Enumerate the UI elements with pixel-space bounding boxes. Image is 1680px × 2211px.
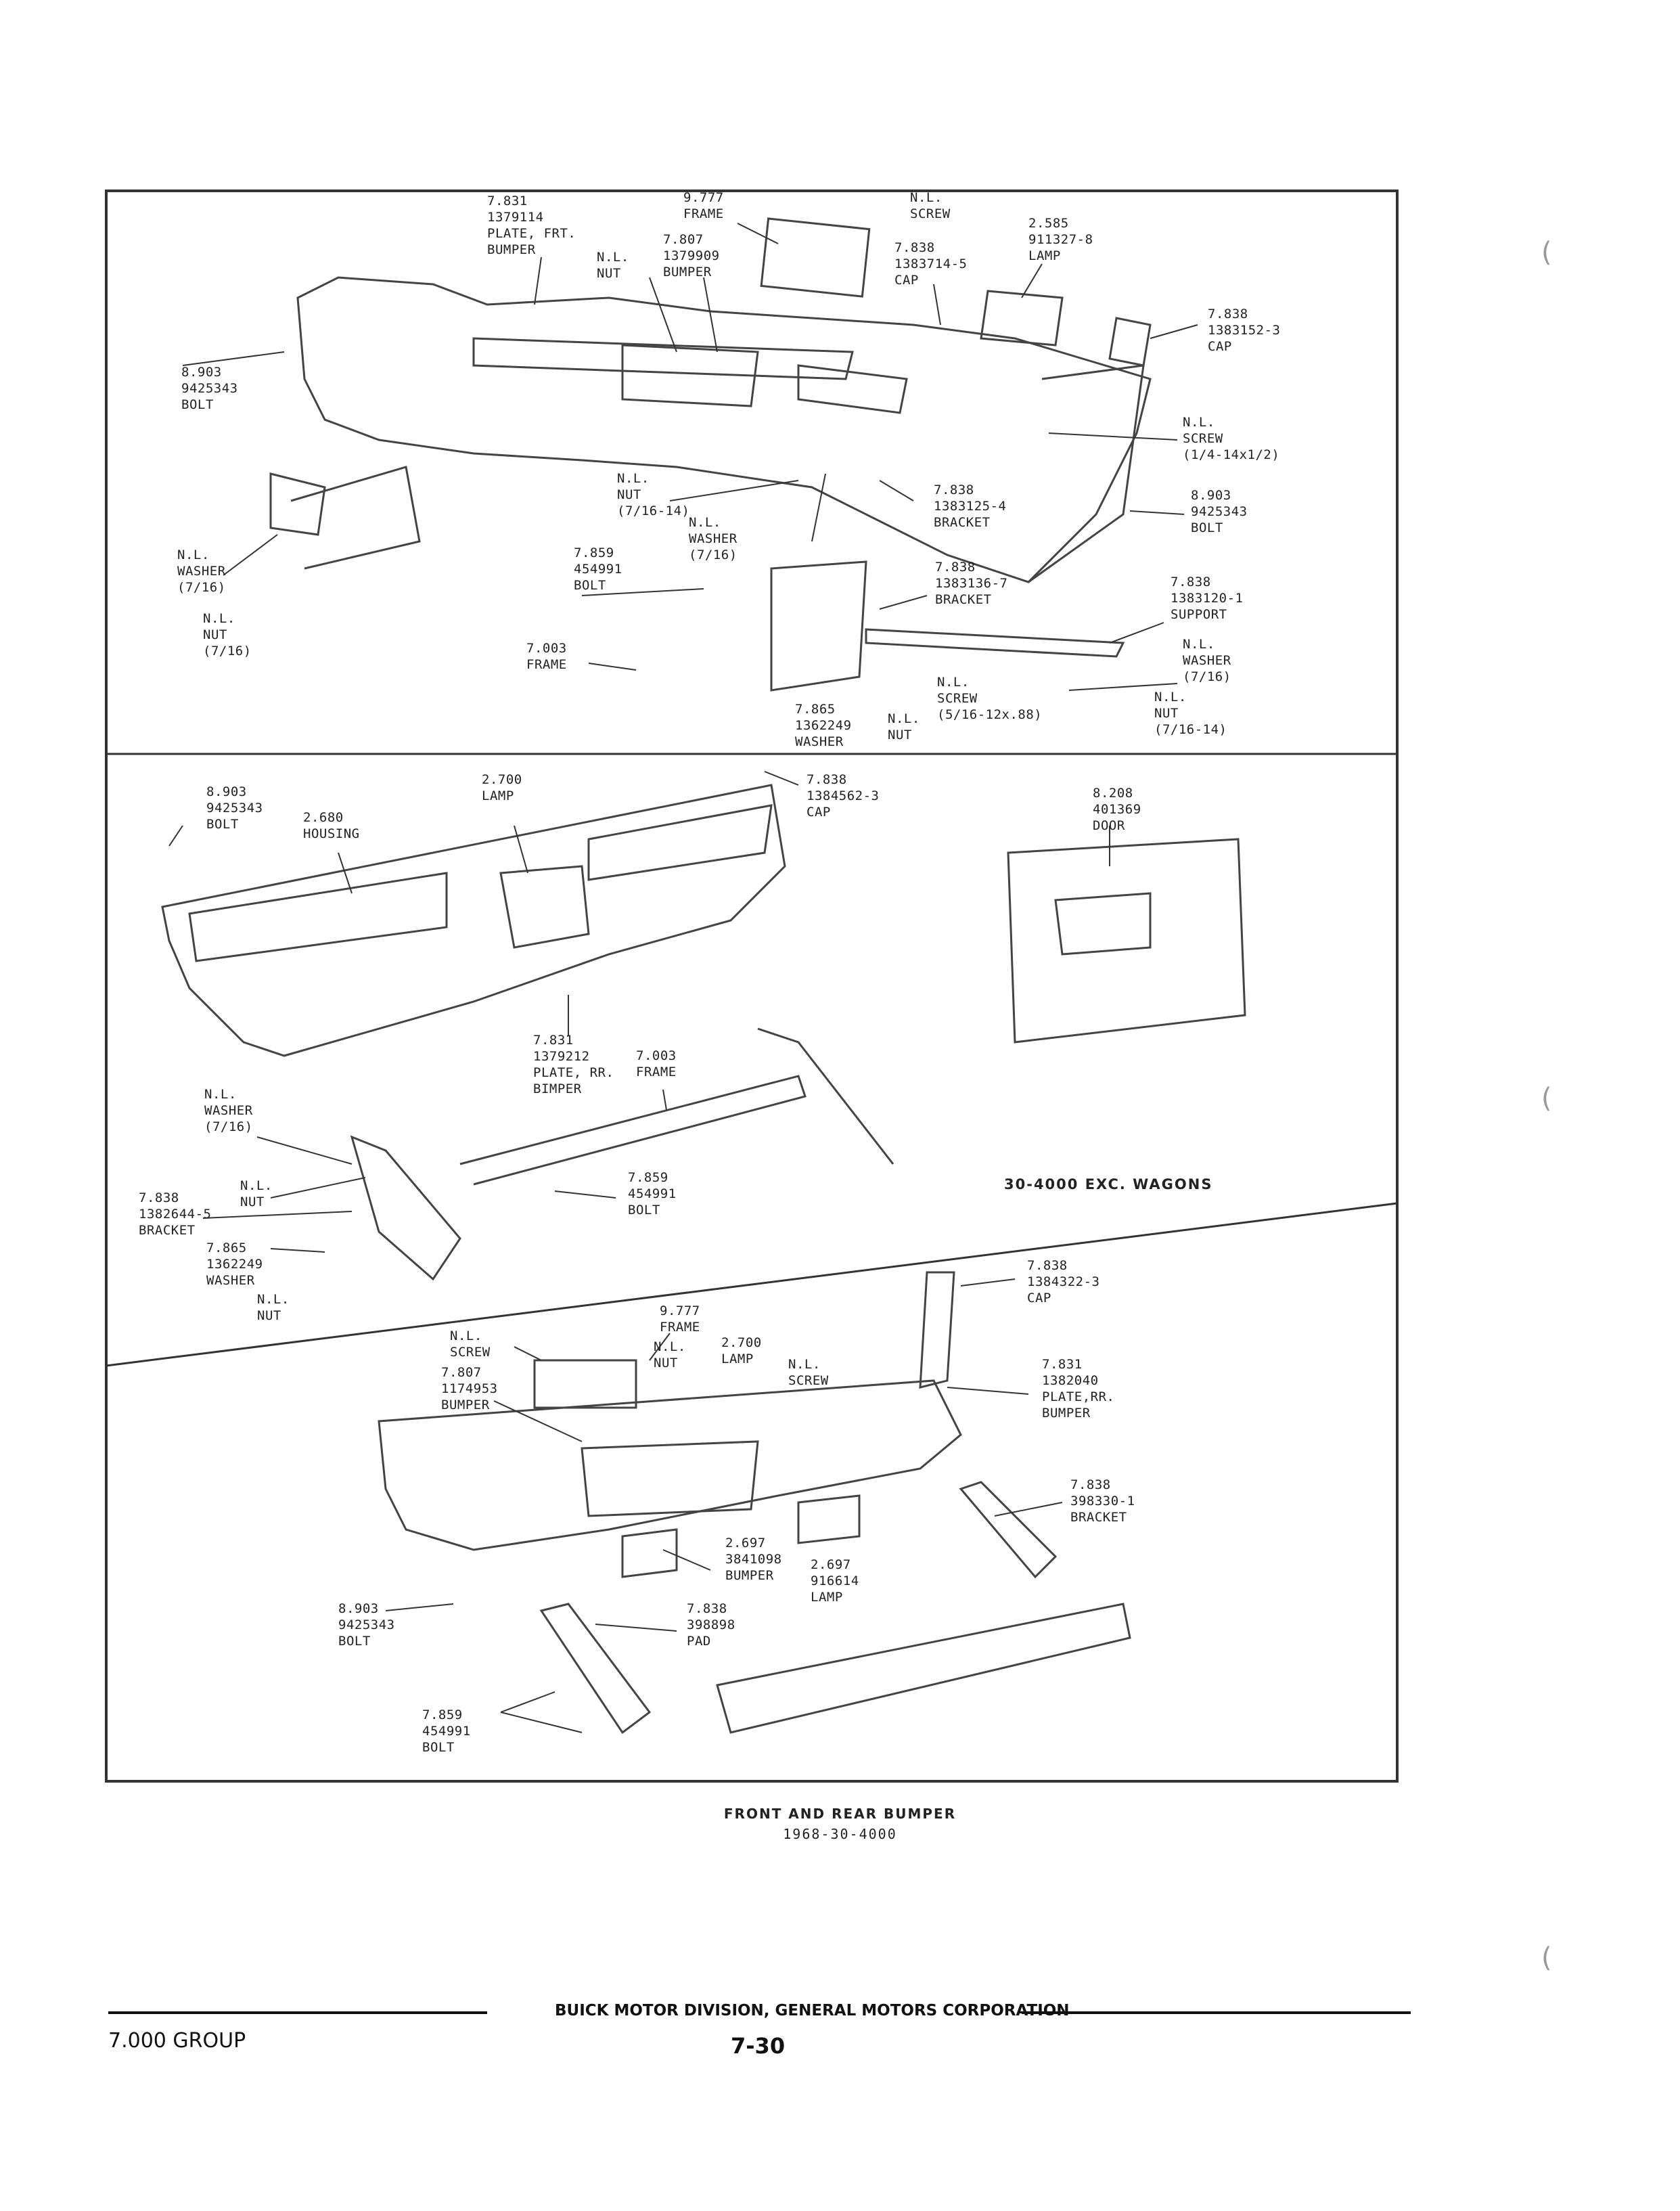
page-number: 7-30 (731, 2033, 786, 2059)
callout-washer-right: N.L.WASHER(7/16) (1183, 637, 1231, 684)
callout-nut: N.L.NUT (654, 1339, 686, 1370)
callout-washer: N.L.WASHER(7/16) (204, 1087, 253, 1134)
callout-nut: N.L.NUT (597, 250, 629, 281)
front-bumper-drawing (269, 217, 1152, 692)
callout-nut-bottom: N.L.NUT (888, 711, 920, 742)
figure-caption-title: FRONT AND REAR BUMPER (723, 1806, 957, 1822)
figure-caption-subtitle: 1968-30-4000 (783, 1826, 897, 1842)
callout-screw-right: N.L.SCREW (788, 1357, 829, 1388)
callout-nut: N.L.NUT (240, 1178, 273, 1209)
callout-screw-left: N.L.SCREW (450, 1328, 491, 1360)
callout-screw: N.L.SCREW (910, 190, 951, 221)
margin-mark: ( (1541, 1083, 1552, 1114)
panel-divider-2 (106, 1202, 1398, 1367)
callout-nut-2: N.L.NUT (257, 1292, 290, 1323)
wagon-bumper-drawing (378, 1271, 1131, 1735)
diagram-border (105, 189, 1399, 1783)
callout-nut-mid: N.L.NUT(7/16-14) (617, 471, 690, 518)
callout-nut-bottom-right: N.L.NUT(7/16-14) (1154, 690, 1227, 737)
margin-mark: ( (1541, 237, 1552, 268)
callout-screw-bottom: N.L.SCREW(5/16-12x.88) (937, 675, 1043, 722)
leader-lines (168, 223, 1198, 1733)
footer-company: BUICK MOTOR DIVISION, GENERAL MOTORS COR… (555, 2002, 1070, 2019)
callout-nut-left: N.L.NUT(7/16) (203, 611, 252, 658)
rear-bumper-drawing (161, 784, 1246, 1281)
callout-screw-right: N.L.SCREW(1/4-14x1/2) (1183, 415, 1280, 462)
footer-group: 7.000 GROUP (108, 2029, 246, 2053)
margin-mark: ( (1541, 1942, 1552, 1973)
callout-washer-left: N.L.WASHER(7/16) (177, 548, 226, 595)
panel-heading: 30-4000 EXC. WAGONS (1004, 1176, 1213, 1192)
callout-washer-mid: N.L.WASHER(7/16) (689, 515, 737, 562)
